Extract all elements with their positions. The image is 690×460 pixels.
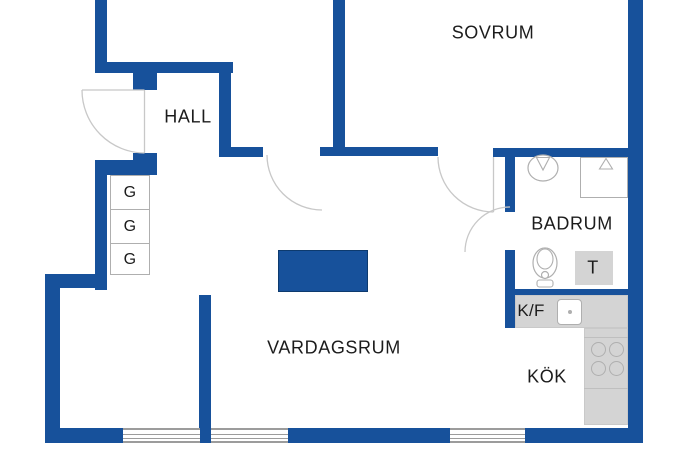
stove-burner-icon: [591, 342, 606, 357]
room-label-vardagsrum: VARDAGSRUM: [267, 337, 401, 358]
wall: [505, 157, 515, 212]
window: [123, 428, 200, 443]
stove-burner-icon: [609, 361, 624, 376]
closet-label: G: [123, 218, 137, 235]
wall: [219, 62, 231, 157]
wall: [199, 295, 211, 443]
fridge-freezer-label: K/F: [517, 301, 545, 320]
sink-icon: [527, 154, 559, 182]
sink-tap-icon: [535, 156, 551, 172]
wall: [219, 147, 263, 157]
toilet-bowl-icon: [536, 248, 554, 270]
kitchen-sink-icon: [557, 299, 582, 325]
wall: [95, 160, 157, 175]
toilet-flush-icon: [540, 270, 550, 280]
wall: [95, 62, 233, 73]
wall: [95, 160, 107, 290]
door-arc: [437, 156, 494, 213]
wall: [95, 0, 107, 73]
wall: [525, 428, 643, 443]
wall: [493, 148, 643, 157]
wall: [333, 0, 345, 148]
room-label-sovrum: SOVRUM: [451, 22, 535, 43]
door-arc: [464, 206, 511, 253]
wall: [505, 289, 643, 298]
dryer-label: T: [587, 257, 599, 278]
kitchen-counter: [584, 328, 628, 425]
toilet-icon: [532, 247, 558, 279]
wall: [45, 274, 107, 288]
stove-burner-icon: [591, 361, 606, 376]
closet-label: G: [123, 184, 137, 201]
kitchen-island: [278, 250, 368, 292]
door-arc: [81, 89, 145, 154]
door-arc: [266, 154, 323, 211]
toilet-base-icon: [536, 279, 554, 288]
wall: [45, 428, 123, 443]
wall: [288, 428, 450, 443]
closet-cell: [110, 209, 150, 244]
window: [211, 428, 288, 443]
wall: [320, 147, 438, 156]
stove-burner-icon: [609, 342, 624, 357]
wall: [628, 0, 643, 443]
closet-cell: [110, 243, 150, 275]
counter-divider: [584, 337, 628, 338]
window: [450, 428, 525, 443]
room-label-hall: HALL: [164, 106, 212, 127]
room-label-badrum: BADRUM: [531, 213, 613, 234]
dryer-box: [575, 251, 613, 285]
closet-label: G: [123, 251, 137, 268]
counter-divider: [584, 388, 628, 389]
room-label-kok: KÖK: [527, 366, 567, 387]
shower-icon: [580, 157, 628, 198]
wall: [133, 62, 157, 90]
wall: [45, 274, 60, 443]
